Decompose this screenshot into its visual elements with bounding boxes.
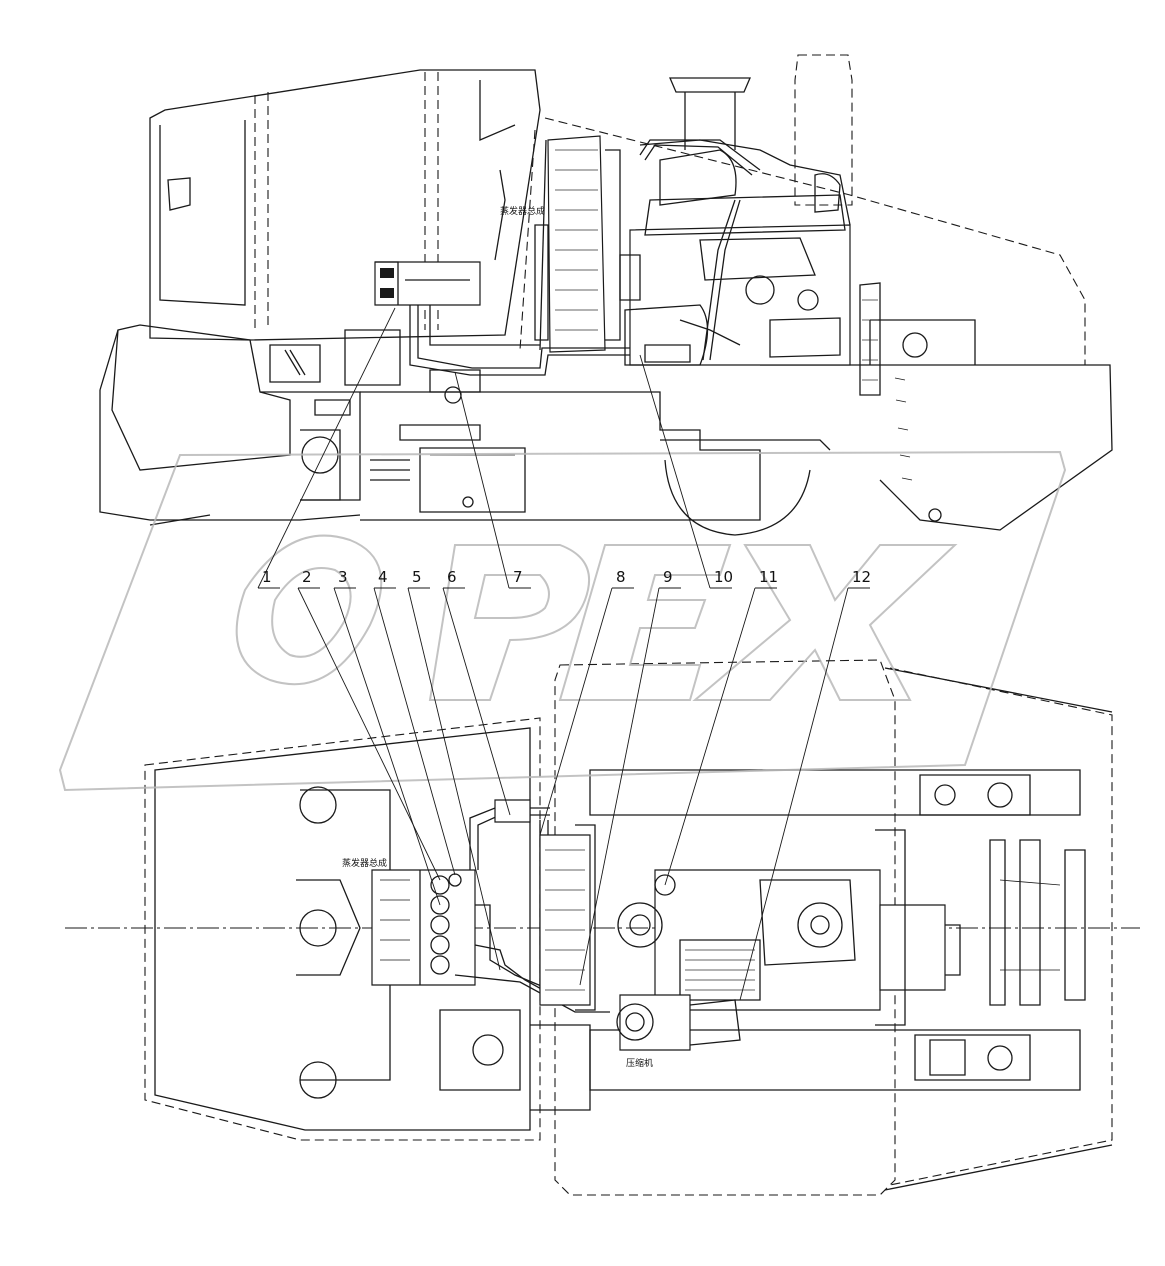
callout-leader-line — [407, 587, 501, 971]
callout-leader-line — [442, 587, 511, 816]
callout-leader-line — [297, 587, 441, 881]
callout-leader-line — [454, 371, 510, 589]
callout-number: 4 — [378, 568, 388, 586]
callout-number: 7 — [513, 568, 523, 586]
callout-number: 8 — [616, 568, 626, 586]
callout-leader-line — [257, 307, 396, 589]
callout-leader-line — [739, 587, 849, 1001]
callout-leader-line — [664, 587, 756, 886]
callout-number: 10 — [714, 568, 733, 586]
callout-number: 9 — [663, 568, 673, 586]
callout-number: 11 — [759, 568, 778, 586]
callout-leader-line — [333, 587, 441, 906]
side-view: 蒸发器总成 — [99, 54, 1113, 536]
callout-number: 2 — [302, 568, 312, 586]
callout-leader-line — [373, 587, 456, 876]
callout-number: 3 — [338, 568, 348, 586]
compressor-label: 压缩机 — [626, 1057, 653, 1069]
callout-number: 1 — [262, 568, 272, 586]
callout-number: 6 — [447, 568, 457, 586]
plan-view: 蒸发器总成 压缩机 — [65, 659, 1140, 1196]
evaporator-assembly-label-top: 蒸发器总成 — [500, 205, 545, 217]
callout-leader-line — [639, 354, 711, 589]
callout-number: 5 — [412, 568, 422, 586]
callout-leader-line — [539, 587, 613, 836]
evaporator-assembly-label-bottom: 蒸发器总成 — [342, 857, 387, 869]
callout-leader-line — [579, 587, 660, 986]
watermark — [58, 450, 1067, 792]
callout-number: 12 — [852, 568, 871, 586]
